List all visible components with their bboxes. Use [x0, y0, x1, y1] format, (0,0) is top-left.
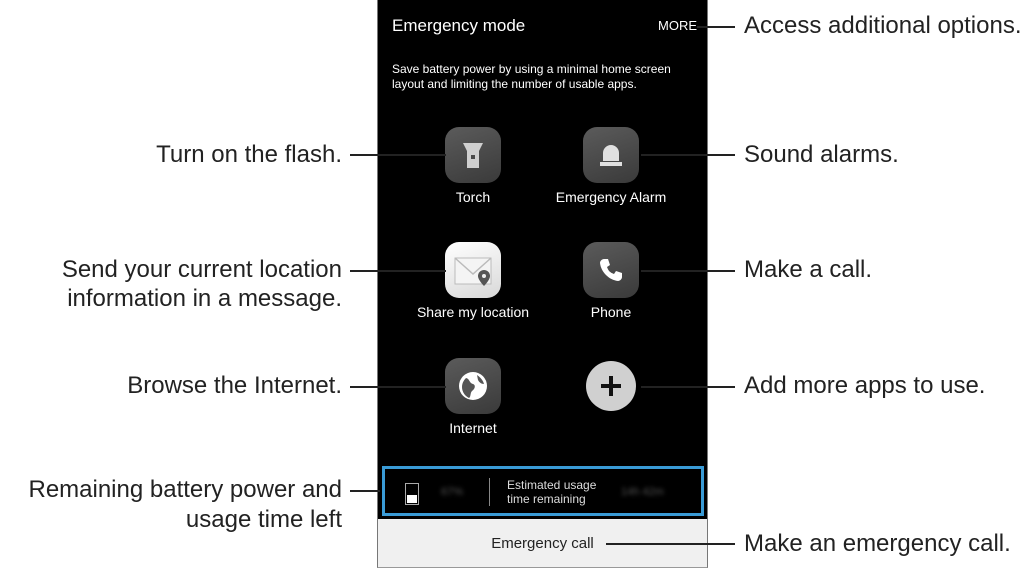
torch-label: Torch: [455, 189, 491, 205]
callout-battery-1: Remaining battery power and: [28, 476, 342, 503]
callout-line-add: [641, 386, 735, 388]
callout-torch: Turn on the flash.: [156, 141, 342, 168]
callout-ecall: Make an emergency call.: [744, 530, 1011, 557]
callout-battery-2: usage time left: [185, 506, 342, 533]
usage-time-blurred: 14h 42m: [621, 486, 664, 498]
callout-alarm: Sound alarms.: [744, 141, 899, 168]
callout-add: Add more apps to use.: [744, 372, 986, 399]
share-location-label: Share my location: [416, 304, 530, 320]
callout-line-alarm: [641, 154, 735, 156]
phone-label: Phone: [590, 304, 632, 320]
callout-line-battery: [350, 490, 380, 492]
more-button[interactable]: MORE: [658, 18, 697, 33]
plus-icon[interactable]: [586, 361, 636, 411]
torch-icon: [445, 127, 501, 183]
internet-app[interactable]: Internet: [413, 358, 533, 437]
battery-icon: [405, 483, 419, 505]
estimated-usage-label: Estimated usage time remaining: [507, 478, 597, 506]
callout-location-1: Send your current location: [61, 256, 342, 283]
phone-icon: [583, 242, 639, 298]
page-title: Emergency mode: [392, 16, 526, 35]
emergency-alarm-label: Emergency Alarm: [555, 189, 667, 205]
callout-line-ecall: [606, 543, 735, 545]
phone-app[interactable]: Phone: [551, 242, 671, 321]
battery-status-bar: 67% Estimated usage time remaining 14h 4…: [382, 466, 704, 516]
callout-more: Access additional options.: [744, 12, 1022, 39]
add-app-slot[interactable]: [551, 358, 671, 411]
globe-icon: [445, 358, 501, 414]
envelope-location-icon: [445, 242, 501, 298]
callout-line-more: [697, 26, 735, 28]
divider: [489, 478, 490, 506]
internet-label: Internet: [449, 420, 497, 436]
emergency-mode-screen: Emergency mode MORE Save battery power b…: [377, 0, 708, 568]
callout-line-torch: [350, 154, 446, 156]
torch-app[interactable]: Torch: [413, 127, 533, 206]
callout-location-2: information in a message.: [67, 285, 342, 312]
callout-line-location: [350, 270, 446, 272]
share-location-app[interactable]: Share my location: [413, 242, 533, 321]
callout-line-internet: [350, 386, 446, 388]
callout-line-phone: [641, 270, 735, 272]
battery-percent-blurred: 67%: [441, 486, 464, 498]
callout-internet: Browse the Internet.: [127, 372, 342, 399]
alarm-icon: [583, 127, 639, 183]
emergency-alarm-app[interactable]: Emergency Alarm: [551, 127, 671, 206]
mode-description: Save battery power by using a minimal ho…: [392, 62, 671, 91]
callout-phone: Make a call.: [744, 256, 873, 283]
